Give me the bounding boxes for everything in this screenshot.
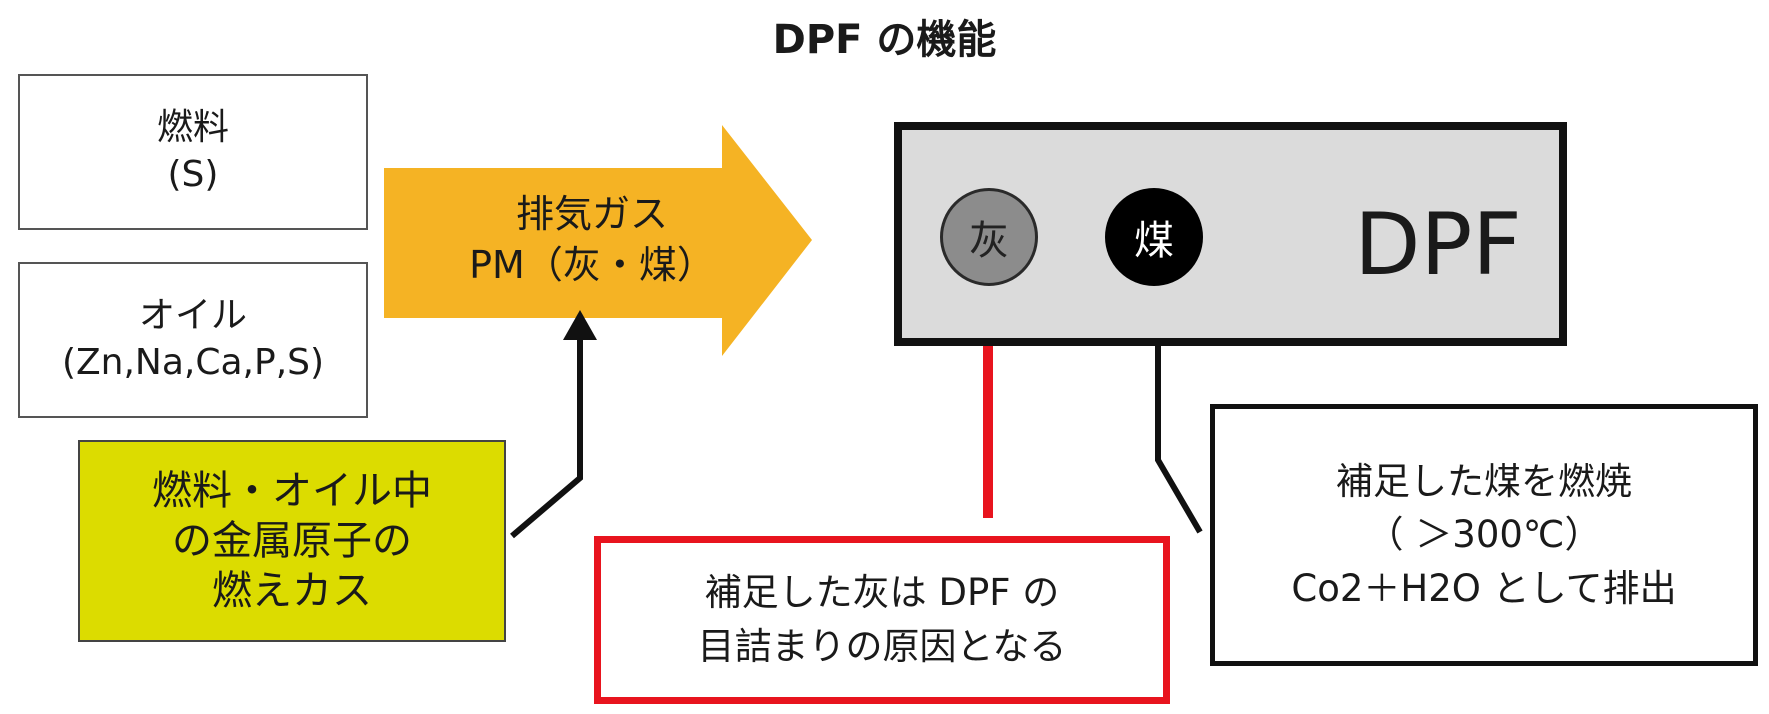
exhaust-arrow-label: 排気ガス PM（灰・煤）: [392, 170, 792, 310]
oil-components: (Zn,Na,Ca,P,S): [61, 342, 325, 383]
metal-line1: 燃料・オイル中: [152, 468, 432, 514]
soot-note-line3: Co2＋H2O として排出: [1291, 566, 1677, 610]
soot-note-line2: （ ＞300℃）: [1366, 513, 1602, 557]
diagram-title: DPF の機能: [772, 17, 997, 63]
metal-line3: 燃えカス: [212, 568, 372, 614]
ash-note-box: 補足した灰は DPF の 目詰まりの原因となる: [594, 536, 1170, 704]
fuel-box: 燃料 (S): [18, 74, 368, 230]
fuel-label: 燃料: [156, 107, 229, 149]
soot-connector-line: [1155, 340, 1203, 534]
soot-note-box: 補足した煤を燃焼 （ ＞300℃） Co2＋H2O として排出: [1210, 404, 1758, 666]
dpf-label: DPF: [1354, 195, 1522, 295]
exhaust-arrow-shape: [384, 125, 812, 356]
exhaust-label-line1: 排気ガス: [515, 191, 668, 236]
metal-line2: の金属原子の: [172, 518, 412, 564]
fuel-component: (S): [167, 154, 219, 195]
soot-note-line1: 補足した煤を燃焼: [1336, 459, 1632, 503]
metal-connector-arrowhead: [563, 310, 597, 340]
soot-circle: 煤: [1105, 188, 1203, 286]
oil-label: オイル: [138, 295, 247, 337]
oil-box: オイル (Zn,Na,Ca,P,S): [18, 262, 368, 418]
ash-note-line2: 目詰まりの原因となる: [697, 625, 1067, 668]
ash-note-line1: 補足した灰は DPF の: [704, 571, 1060, 615]
exhaust-label-line2: PM（灰・煤）: [469, 243, 715, 287]
metal-connector-line: [510, 330, 583, 539]
ash-circle: 灰: [940, 188, 1038, 286]
metal-atoms-box: 燃料・オイル中 の金属原子の 燃えカス: [78, 440, 506, 642]
